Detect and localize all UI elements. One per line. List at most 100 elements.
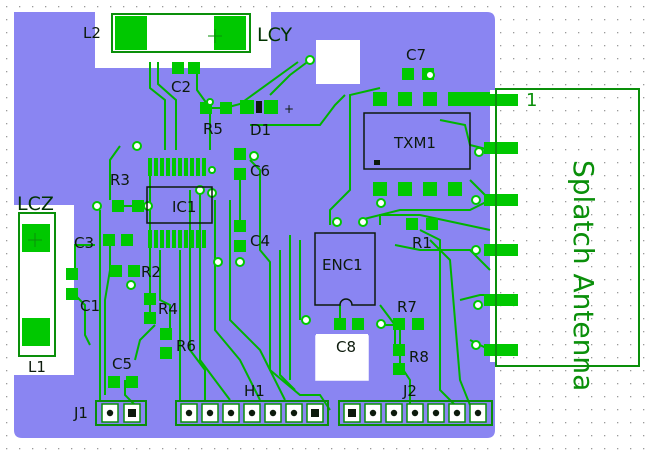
label-l2: L2 — [83, 24, 101, 42]
c8-cutout-outline — [315, 335, 369, 381]
j2pins-pin-hole — [453, 409, 461, 417]
overlay-outlines — [18, 13, 640, 426]
label-lcz: LCZ — [17, 193, 54, 215]
label-h1: H1 — [244, 382, 265, 400]
j2-outline — [338, 400, 493, 426]
h1pins-pin-hole — [248, 409, 256, 417]
board-outline — [14, 12, 495, 438]
label-c6: C6 — [250, 162, 270, 180]
svg-text:+: + — [284, 102, 294, 116]
j2pins-pin-hole — [432, 409, 440, 417]
pad-txm1-3 — [423, 92, 437, 106]
pad-c8-1 — [334, 318, 346, 330]
pad-c7-1 — [402, 68, 414, 80]
pad-c4-1 — [234, 220, 246, 232]
pad-r3-2 — [132, 200, 144, 212]
label-antenna-pin: 1 — [526, 90, 537, 111]
label-j2: J2 — [402, 382, 417, 400]
header-pins — [101, 403, 487, 423]
j2pins-pin1-marker — [348, 409, 356, 417]
l2-outline — [111, 13, 251, 53]
label-lcy: LCY — [257, 24, 293, 46]
pad-r8-2 — [393, 363, 405, 375]
pad-txm1-7 — [423, 182, 437, 196]
h1pins-pin-hole — [227, 409, 235, 417]
board-cutout-component — [316, 40, 360, 84]
label-c7: C7 — [406, 46, 426, 64]
ic1-pins-bottom — [148, 230, 206, 248]
pad-txm1-8 — [448, 182, 462, 196]
label-antenna-title: Splatch Antenna — [567, 160, 600, 391]
label-c2: C2 — [171, 78, 191, 96]
h1pins-pin-hole — [206, 409, 214, 417]
pad-d1-1 — [240, 100, 254, 114]
label-r8: R8 — [409, 348, 429, 366]
pad-txm1-2 — [398, 92, 412, 106]
label-r7: R7 — [397, 298, 417, 316]
label-c8: C8 — [336, 338, 356, 356]
ic1-outline — [146, 186, 213, 224]
pad-c3-1 — [103, 234, 115, 246]
label-ic1: IC1 — [172, 198, 196, 216]
pad-c3-2 — [121, 234, 133, 246]
pad-r7-2 — [412, 318, 424, 330]
j1-pins — [101, 403, 141, 423]
pad-c1-2 — [66, 288, 78, 300]
pad-l2-2 — [214, 16, 246, 50]
h1-pins — [180, 403, 324, 423]
label-r2: R2 — [141, 263, 161, 281]
pad-r8-1 — [393, 344, 405, 356]
txm1-outline — [363, 112, 471, 170]
pad-r5-2 — [220, 102, 232, 114]
pad-ant-3 — [484, 244, 518, 256]
label-c5: C5 — [112, 355, 132, 373]
j1-outline — [95, 400, 147, 426]
label-r4: R4 — [158, 300, 178, 318]
pad-r7-1 — [393, 318, 405, 330]
pad-r2-2 — [128, 265, 140, 277]
j2pins-pin-hole — [369, 409, 377, 417]
pad-c2-2 — [188, 62, 200, 74]
pad-c6-1 — [234, 148, 246, 160]
label-txm1: TXM1 — [393, 134, 436, 152]
txm1-pin1-marker — [374, 160, 380, 165]
pad-txm1-5 — [373, 182, 387, 196]
pad-r4-1 — [144, 293, 156, 305]
pad-ant-5 — [484, 344, 518, 356]
j2-pins — [343, 403, 487, 423]
pad-ant-1 — [484, 142, 518, 154]
h1pins-pin-hole — [290, 409, 298, 417]
board-cutout-c8 — [316, 334, 368, 380]
label-c1: C1 — [80, 297, 100, 315]
label-l1: L1 — [28, 358, 46, 376]
vias — [92, 55, 484, 350]
lcz-outline — [18, 212, 56, 357]
label-enc1: ENC1 — [322, 256, 363, 274]
label-r5: R5 — [203, 120, 223, 138]
pad-r6-2 — [160, 347, 172, 359]
antenna-outline — [495, 88, 640, 367]
h1-outline — [175, 400, 329, 426]
label-r6: R6 — [176, 337, 196, 355]
label-c3: C3 — [74, 234, 94, 252]
h1pins-pin-hole — [185, 409, 193, 417]
label-d1: D1 — [250, 121, 271, 139]
pad-r4-2 — [144, 312, 156, 324]
pad-ant-2 — [484, 194, 518, 206]
pad-r6-1 — [160, 328, 172, 340]
pad-c5-2 — [126, 376, 138, 388]
j2pins-pin-hole — [474, 409, 482, 417]
h1pins-pin1-marker — [311, 409, 319, 417]
pad-lcz-1 — [22, 224, 50, 252]
ic1-pins-top — [148, 158, 206, 176]
pad-l2-1 — [115, 16, 147, 50]
silkscreen — [146, 112, 471, 381]
label-j1: J1 — [73, 404, 88, 422]
pad-r2-1 — [110, 265, 122, 277]
pad-c6-2 — [234, 168, 246, 180]
d1-body: + — [256, 101, 294, 116]
h1pins-pin-hole — [269, 409, 277, 417]
pad-d1-2 — [264, 100, 278, 114]
pad-r3-1 — [112, 200, 124, 212]
pad-c2-1 — [172, 62, 184, 74]
